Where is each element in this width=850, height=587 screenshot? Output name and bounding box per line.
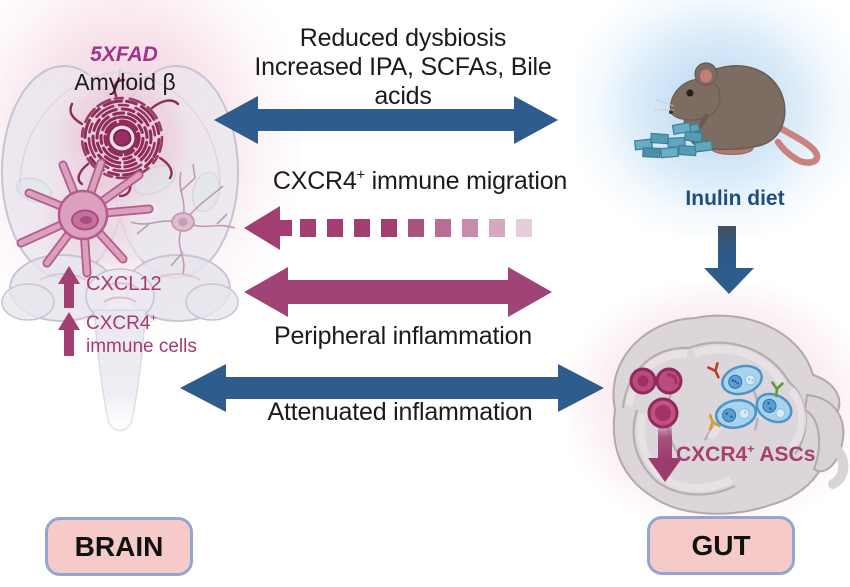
cxcr4-sup: + <box>150 312 157 325</box>
amyloid-plaque-icon <box>69 78 180 198</box>
mouse-tail <box>774 124 821 166</box>
dysbiosis-heading: Reduced dysbiosis Increased IPA, SCFAs, … <box>233 24 573 111</box>
migration-heading: CXCR4+ immune migration <box>250 167 590 196</box>
cxcr4-base: CXCR4 <box>86 313 151 334</box>
up-arrow-icons <box>58 266 80 356</box>
antibody-icons <box>707 362 784 431</box>
double-arrow-icon-attenuated <box>180 364 604 412</box>
dashed-fading-arrow-icon <box>244 206 532 250</box>
up-arrow-icon <box>58 312 80 356</box>
ascs-down-arrow-icon <box>648 422 682 482</box>
down-arrow-icon <box>704 226 754 294</box>
brain-illustration-icon <box>1 45 239 432</box>
double-arrow-icon-peripheral <box>244 267 552 317</box>
gut-box-label: GUT <box>647 516 795 575</box>
mouse-nose <box>669 110 673 114</box>
plasma-cell-icons <box>714 364 793 429</box>
neuron-icon <box>130 163 236 275</box>
mouse-head <box>669 78 721 121</box>
plasma-cell-icon <box>721 364 763 396</box>
immune-cell-icons <box>629 367 683 429</box>
brain-box-label: BRAIN <box>45 517 193 576</box>
antibody-icon <box>707 362 720 379</box>
migration-sup: + <box>356 167 365 184</box>
astrocyte-icon <box>16 158 154 278</box>
plasma-cell-icon <box>755 392 793 424</box>
immune-cell-icon <box>655 367 683 395</box>
antibody-icon <box>708 414 721 431</box>
amyloid-beta-label: Amyloid β <box>74 69 176 95</box>
brain-model-label: 5XFAD <box>90 43 158 66</box>
migration-rest: immune migration <box>364 167 568 195</box>
ascs-rest: ASCs <box>754 443 816 466</box>
double-arrow-icon-dysbiosis <box>214 96 558 144</box>
dysbiosis-line1: Reduced dysbiosis <box>299 24 507 52</box>
mouse-icon <box>633 62 821 166</box>
up-arrow-icon <box>58 266 80 308</box>
attenuated-label: Attenuated inflammation <box>267 398 533 426</box>
ascs-base: CXCR4 <box>676 443 748 466</box>
plasma-cell-icon <box>714 399 758 429</box>
ascs-sup: + <box>747 442 755 456</box>
inulin-diet-label: Inulin diet <box>685 187 785 210</box>
mouse-eye <box>686 89 694 97</box>
cxcr4-ascs-label: CXCR4+ ASCs <box>676 443 815 467</box>
peripheral-label: Peripheral inflammation <box>273 322 533 350</box>
inulin-pile-icon <box>633 121 714 159</box>
migration-base: CXCR4 <box>272 167 357 195</box>
antibody-icon <box>771 381 784 398</box>
mouse-ear-inner <box>700 69 712 83</box>
gut-illustration-icon <box>612 314 849 515</box>
cxcr4-line2: immune cells <box>86 336 197 358</box>
gut-appendix <box>828 445 849 489</box>
cxcl12-label: CXCL12 <box>86 273 162 295</box>
brainstem <box>93 309 147 432</box>
mouse-whiskers <box>654 99 675 111</box>
dysbiosis-line2: Increased IPA, SCFAs, Bile acids <box>254 53 552 110</box>
cxcr4-immune-cells-label: CXCR4+ immune cells <box>86 312 197 358</box>
